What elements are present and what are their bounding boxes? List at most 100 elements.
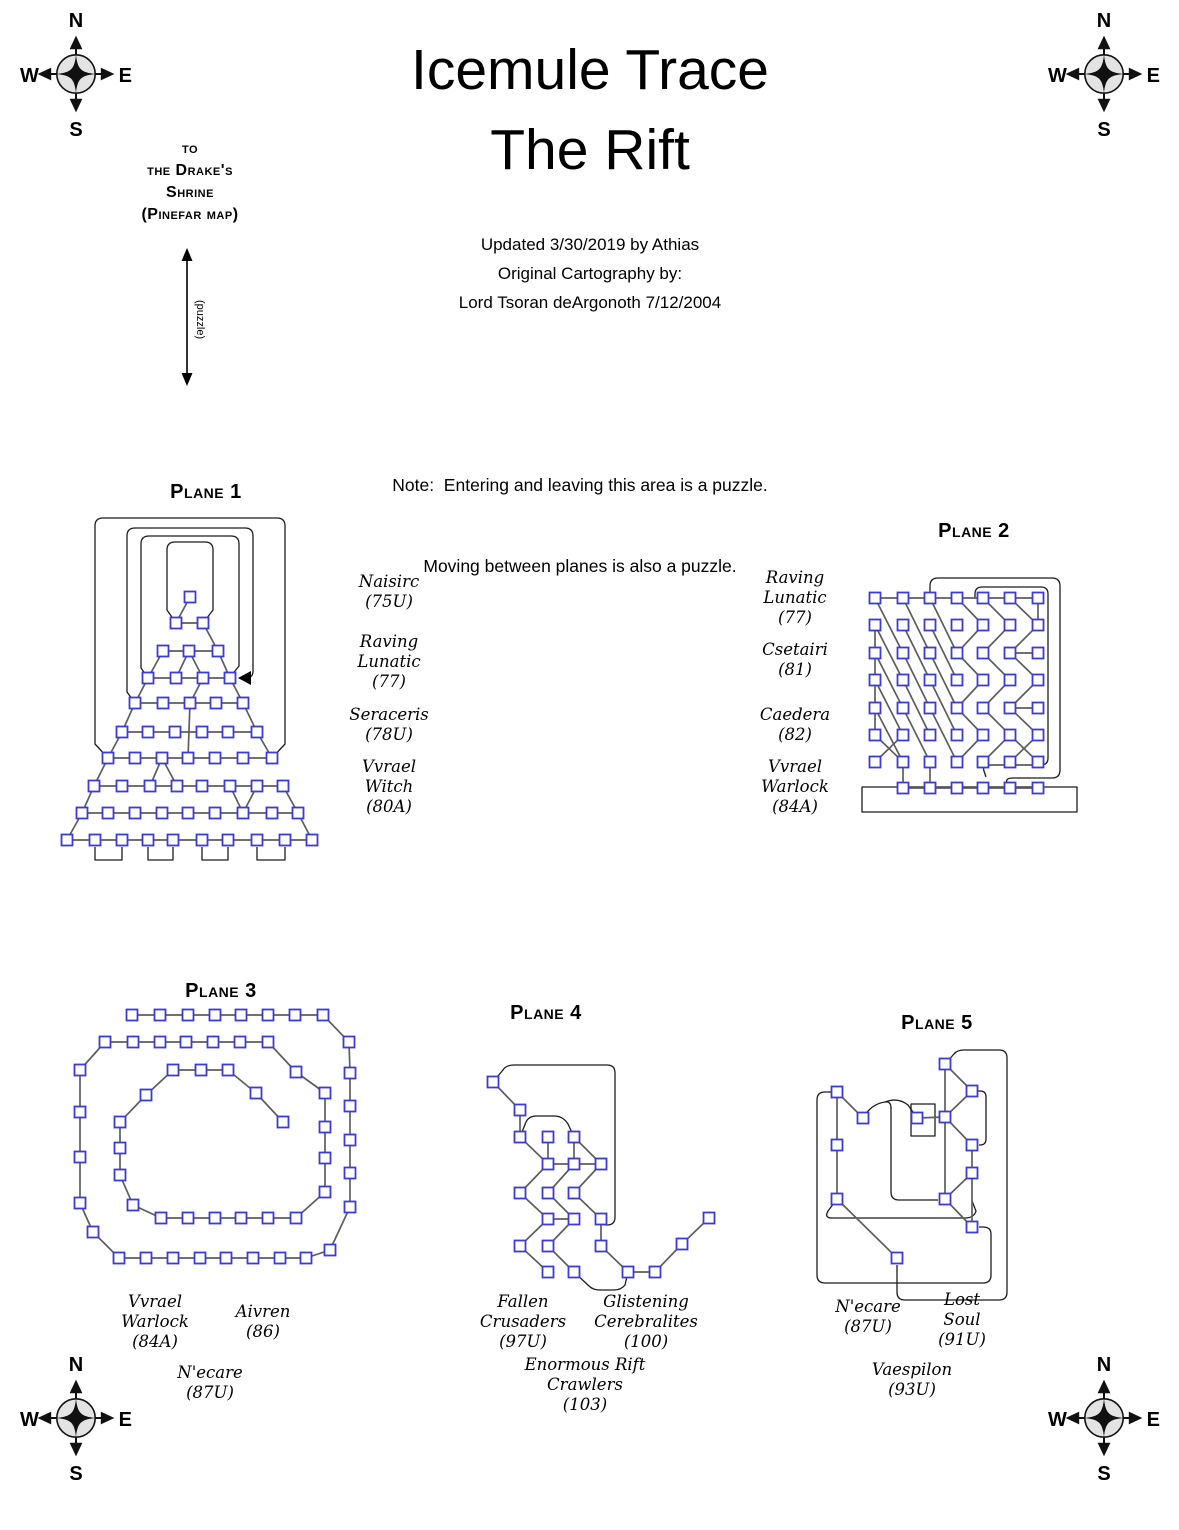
compass-rose-top-right: N S W E [1048,10,1160,141]
compass-north-label: N [1096,10,1112,32]
plane-4-title: Plane 4 [510,1002,582,1024]
creature-name: Lunatic [763,588,827,607]
compass-south-label: S [69,1463,83,1485]
creature-name: Aivren [235,1302,291,1321]
plane-2-title: Plane 2 [938,520,1010,542]
compass-rose-icon [1065,1379,1143,1457]
note-line-2: Moving between planes is also a puzzle. [423,556,737,576]
creature-necare-p5: N'ecare (87U) [835,1297,900,1337]
compass-rose-icon [37,35,115,113]
creature-level: (82) [778,725,812,744]
attribution-updated: Updated 3/30/2019 by Athias [480,235,700,254]
creature-level: (81) [778,660,812,679]
attribution: Updated 3/30/2019 by Athias Original Car… [340,230,840,317]
compass-west-label: W [1048,65,1067,87]
creature-name: Naisirc [358,572,420,591]
plane-4-map [486,1064,716,1291]
creature-name: Seraceris [349,705,429,724]
compass-rose-icon [37,1379,115,1457]
creature-level: (100) [623,1332,669,1351]
plane-3-map [73,1008,357,1265]
creature-name: N'ecare [835,1297,901,1316]
page-title-line-2: The Rift [490,118,690,182]
compass-south-label: S [69,119,83,141]
creature-level: (75U) [365,592,413,611]
compass-rose-bottom-left: N S W E [20,1354,132,1485]
creature-fallen-crusaders: Fallen Crusaders (97U) [480,1292,566,1352]
creature-level: (87U) [844,1317,892,1336]
creature-necare-p3: N'ecare (87U) [177,1363,242,1403]
compass-east-label: E [118,65,132,87]
creature-naisirc: Naisirc (75U) [359,572,419,612]
creature-name: Vvrael [767,757,823,776]
creature-raving-lunatic-p2: Raving Lunatic (77) [763,568,826,628]
creature-level: (93U) [888,1380,936,1399]
creature-seraceris: Seraceris (78U) [349,705,428,745]
plane-5-map [816,1049,1008,1301]
plane-1-title: Plane 1 [170,481,242,503]
attribution-original: Original Cartography by: [497,264,683,283]
compass-west-label: W [20,65,39,87]
page-title: Icemule Trace The Rift [290,30,890,190]
creature-name: Warlock [121,1312,189,1331]
creature-name: N'ecare [177,1363,243,1382]
exit-arrow-icon [181,248,193,386]
creature-level: (77) [372,672,406,691]
drake-shrine-line-2: the Drake's [147,162,233,179]
compass-north-label: N [68,10,84,32]
creature-name: Csetairi [762,640,828,659]
creature-aivren: Aivren (86) [236,1302,291,1342]
creature-name: Witch [364,777,414,796]
creature-name: Raving [765,568,825,587]
creature-level: (84A) [772,797,818,816]
drake-shrine-line-4: (Pinefar map) [141,206,239,223]
creature-name: Vvrael [127,1292,183,1311]
creature-enormous-rift-crawlers: Enormous Rift Crawlers (103) [525,1355,646,1415]
compass-east-label: E [1146,65,1160,87]
creature-level: (87U) [186,1383,234,1402]
compass-rose-top-left: N S W E [20,10,132,141]
creature-name: Glistening [603,1292,689,1311]
creature-level: (84A) [132,1332,178,1351]
compass-east-label: E [118,1409,132,1431]
puzzle-arrow-label: (puzzle) [194,300,206,340]
note-line-1: Note: Entering and leaving this area is … [392,475,768,495]
creature-level: (77) [778,608,812,627]
creature-csetairi: Csetairi (81) [762,640,828,680]
creature-level: (78U) [365,725,413,744]
creature-vaespilon: Vaespilon (93U) [872,1360,952,1400]
creature-raving-lunatic-p1: Raving Lunatic (77) [357,632,420,692]
creature-glistening-cerebralites: Glistening Cerebralites (100) [594,1292,698,1352]
creature-name: Vvrael [361,757,417,776]
compass-south-label: S [1097,1463,1111,1485]
creature-lost-soul: Lost Soul (91U) [938,1290,986,1350]
creature-vvrael-warlock-p2: Vvrael Warlock (84A) [761,757,829,817]
creature-level: (91U) [938,1330,986,1349]
compass-rose-bottom-right: N S W E [1048,1354,1160,1485]
compass-rose-icon [1065,35,1143,113]
plane-1-map [60,517,319,861]
compass-north-label: N [68,1354,84,1376]
plane-3-title: Plane 3 [185,980,257,1002]
creature-vvrael-witch: Vvrael Witch (80A) [362,757,416,817]
compass-east-label: E [1146,1409,1160,1431]
creature-name: Lunatic [357,652,421,671]
compass-south-label: S [1097,119,1111,141]
creature-name: Lost [944,1290,980,1309]
creature-caedera: Caedera (82) [760,705,830,745]
creature-level: (80A) [366,797,412,816]
creature-name: Caedera [759,705,831,724]
creature-name: Vaespilon [871,1360,953,1379]
creature-name: Raving [359,632,419,651]
creature-level: (97U) [499,1332,547,1351]
creature-name: Crusaders [479,1312,567,1331]
plane-2-map [861,577,1078,813]
compass-west-label: W [20,1409,39,1431]
creature-level: (86) [246,1322,280,1341]
creature-name: Fallen [497,1292,549,1311]
compass-north-label: N [1096,1354,1112,1376]
drake-shrine-link: to the Drake's Shrine (Pinefar map) [95,138,285,226]
creature-name: Crawlers [547,1375,623,1394]
creature-level: (103) [562,1395,608,1414]
